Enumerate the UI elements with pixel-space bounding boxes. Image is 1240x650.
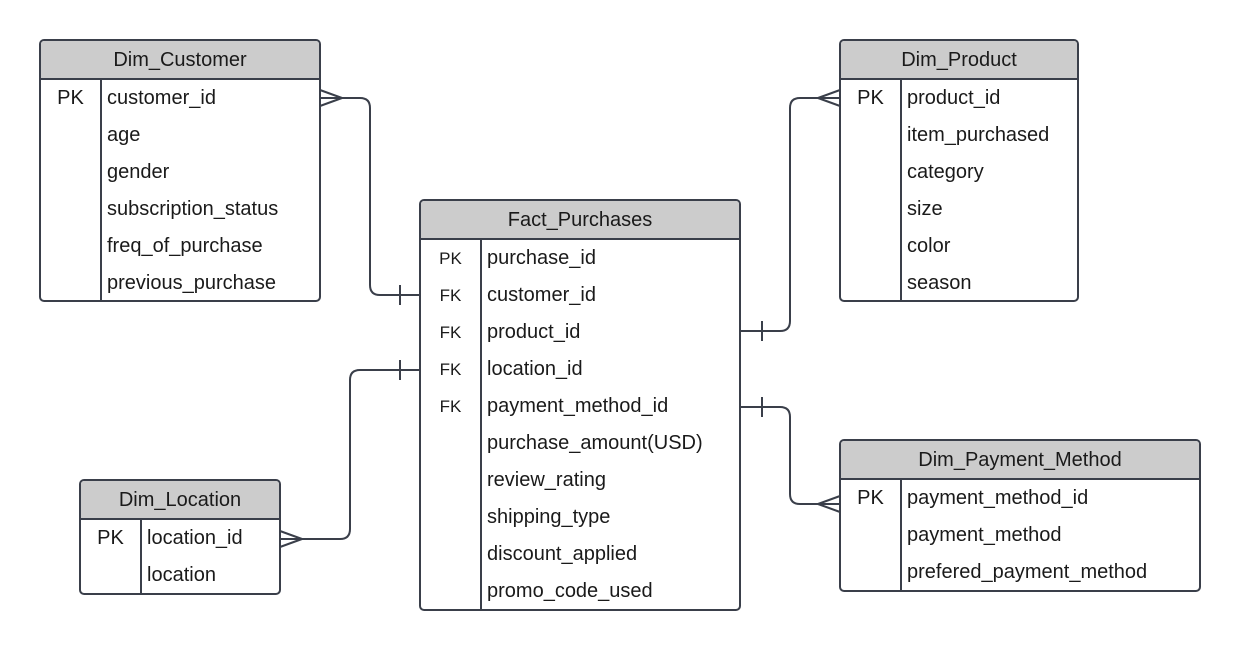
key-column-divider [841,80,902,300]
attribute-row[interactable]: PK product_id [841,80,1077,117]
attribute-name: shipping_type [487,506,611,528]
attribute-name: product_id [487,321,581,343]
relationship-product-purchases [740,89,841,341]
entity-title: Dim_Product [841,41,1077,80]
attribute-row[interactable]: PK location_id [81,520,279,557]
key-badge: FK [439,360,462,379]
attribute-name: review_rating [487,469,606,491]
attribute-name: subscription_status [107,198,279,220]
key-badge: FK [439,323,462,342]
attribute-row[interactable]: gender [41,154,319,191]
attribute-row[interactable]: purchase_amount(USD) [421,425,739,462]
relationship-location-purchases [279,360,420,548]
key-badge: FK [439,286,462,305]
attribute-row[interactable]: review_rating [421,462,739,499]
attribute-name: purchase_amount(USD) [487,432,703,454]
key-badge: PK [97,527,124,549]
attribute-name: season [907,272,972,294]
attribute-row[interactable]: age [41,117,319,154]
attribute-row[interactable]: category [841,154,1077,191]
attribute-row[interactable]: item_purchased [841,117,1077,154]
key-badge: PK [57,87,84,109]
attribute-name: customer_id [487,284,596,306]
attribute-row[interactable]: season [841,265,1077,300]
attribute-name: customer_id [107,87,216,109]
attribute-row[interactable]: FK payment_method_id [421,388,739,425]
key-column-divider [841,480,902,590]
key-badge: PK [439,249,462,268]
key-column-divider [81,520,142,593]
attribute-row[interactable]: PK payment_method_id [841,480,1199,517]
attribute-name: size [907,198,943,220]
attribute-name: product_id [907,87,1001,109]
key-column-divider [41,80,102,300]
attribute-row[interactable]: PK purchase_id [421,240,739,277]
key-badge: PK [857,87,884,109]
attribute-row[interactable]: discount_applied [421,536,739,573]
attribute-row[interactable]: shipping_type [421,499,739,536]
attribute-name: location [147,564,216,586]
attribute-row[interactable]: FK customer_id [421,277,739,314]
attribute-name: color [907,235,951,257]
attribute-row[interactable]: color [841,228,1077,265]
attribute-name: age [107,124,141,146]
key-badge: PK [857,487,884,509]
attribute-name: location_id [487,358,583,380]
attribute-name: location_id [147,527,243,549]
entity-body: PK product_id item_purchased category size co… [841,80,1077,300]
attribute-row[interactable]: size [841,191,1077,228]
relationship-payment-purchases [740,397,841,513]
entity-title: Dim_Payment_Method [841,441,1199,480]
attribute-row[interactable]: location [81,557,279,593]
attribute-name: payment_method_id [487,395,669,417]
attribute-row[interactable]: payment_method [841,517,1199,554]
attribute-name: item_purchased [907,124,1050,146]
relationship-customer-purchases [319,89,420,305]
attribute-row[interactable]: previous_purchase [41,265,319,300]
entity-title: Dim_Customer [41,41,319,80]
entity-title: Dim_Location [81,481,279,520]
attribute-name: category [907,161,984,183]
attribute-name: payment_method_id [907,487,1089,509]
attribute-name: gender [107,161,170,183]
attribute-name: prefered_payment_method [907,561,1148,583]
key-badge: FK [439,397,462,416]
attribute-row[interactable]: PK customer_id [41,80,319,117]
attribute-row[interactable]: subscription_status [41,191,319,228]
attribute-name: purchase_id [487,247,596,269]
attribute-row[interactable]: promo_code_used [421,573,739,609]
attribute-name: discount_applied [487,543,638,565]
attribute-name: previous_purchase [107,272,276,294]
attribute-name: freq_of_purchase [107,235,263,257]
attribute-row[interactable]: prefered_payment_method [841,554,1199,590]
entity-title: Fact_Purchases [421,201,739,240]
attribute-name: promo_code_used [487,580,653,602]
attribute-name: payment_method [907,524,1062,546]
entity-body: PK location_id location [81,520,279,593]
attribute-row[interactable]: FK product_id [421,314,739,351]
attribute-row[interactable]: freq_of_purchase [41,228,319,265]
key-column-divider [421,240,482,609]
attribute-row[interactable]: FK location_id [421,351,739,388]
